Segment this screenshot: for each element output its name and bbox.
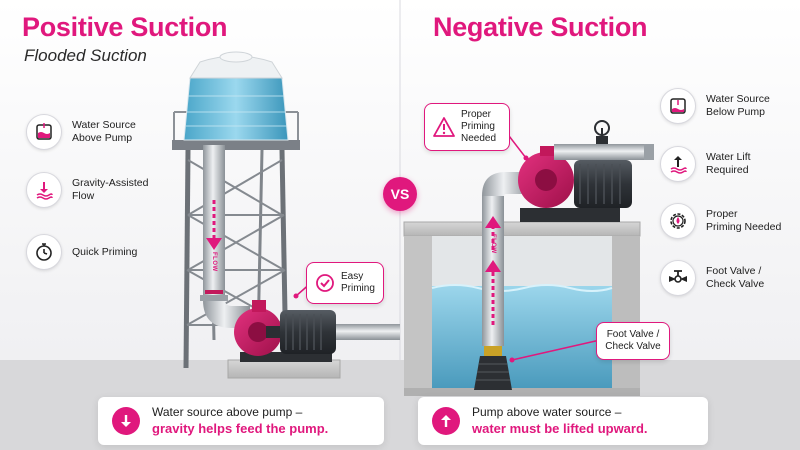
positive-suction-title: Positive Suction [22, 12, 228, 42]
left-flow-label: FLOW [211, 252, 217, 272]
negative-suction-title: Negative Suction [433, 12, 648, 42]
callout-label: Proper Priming Needed [461, 109, 497, 144]
vs-badge: VS [383, 177, 417, 211]
feature-label: Water Source Below Pump [706, 93, 770, 118]
feature-water-source-below: Water Source Below Pump [660, 88, 796, 124]
negative-pump [518, 120, 654, 222]
feature-water-source-above: Water Source Above Pump [26, 114, 172, 150]
feature-quick-priming: Quick Priming [26, 234, 172, 270]
valve-icon [660, 260, 696, 296]
feature-label: Water Lift Required [706, 151, 751, 176]
feature-proper-priming: Proper Priming Needed [660, 203, 796, 239]
up-arrow-waves-icon [660, 146, 696, 182]
stopwatch-icon [26, 234, 62, 270]
callout-label: Easy Priming [341, 271, 375, 294]
right-flow-label: FLOW [490, 234, 496, 254]
summary-line-2: water must be lifted upward. [472, 421, 648, 436]
check-circle-icon [315, 273, 335, 293]
feature-gravity-assisted: Gravity-Assisted Flow [26, 172, 172, 208]
feature-label: Gravity-Assisted Flow [72, 177, 149, 202]
feature-label: Proper Priming Needed [706, 208, 782, 233]
sump-pit [403, 221, 641, 396]
down-arrow-waves-icon [26, 172, 62, 208]
callout-label: Foot Valve / Check Valve [605, 329, 661, 352]
summary-line-1: Water source above pump – [152, 405, 303, 419]
flooded-suction-subtitle: Flooded Suction [24, 46, 147, 65]
up-arrow-icon [432, 407, 460, 435]
water-source-below-icon [660, 88, 696, 124]
feature-label: Foot Valve / Check Valve [706, 265, 765, 290]
warning-icon [433, 116, 455, 138]
feature-label: Quick Priming [72, 245, 138, 258]
negative-summary-bar: Pump above water source – water must be … [418, 397, 708, 445]
down-arrow-icon [112, 407, 140, 435]
proper-priming-callout: Proper Priming Needed [424, 103, 510, 151]
summary-line-1: Pump above water source – [472, 405, 622, 419]
feature-water-lift: Water Lift Required [660, 146, 796, 182]
feature-label: Water Source Above Pump [72, 119, 136, 144]
foot-valve-leader [511, 339, 601, 361]
gear-drop-icon [660, 203, 696, 239]
positive-summary-bar: Water source above pump – gravity helps … [98, 397, 384, 445]
positive-pump [227, 300, 400, 379]
summary-line-2: gravity helps feed the pump. [152, 421, 329, 436]
foot-valve-callout: Foot Valve / Check Valve [596, 322, 670, 360]
negative-suction-pipe [474, 172, 530, 390]
feature-foot-valve: Foot Valve / Check Valve [660, 260, 796, 296]
water-tank-icon [26, 114, 62, 150]
easy-priming-callout: Easy Priming [306, 262, 384, 304]
